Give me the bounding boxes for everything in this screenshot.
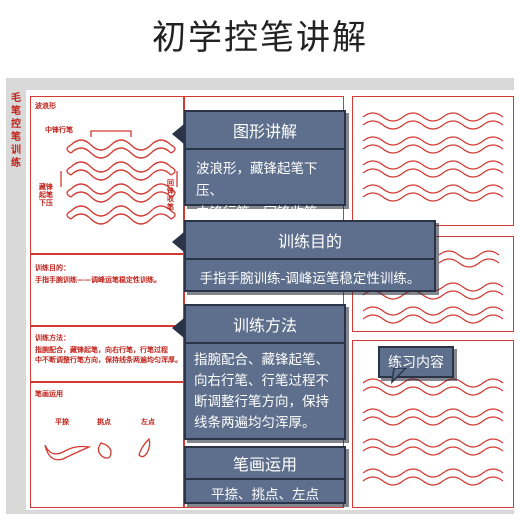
stroke-name-3: 左点 (141, 418, 155, 426)
practice-waves-3 (362, 378, 504, 486)
stroke-name-1: 平捺 (55, 418, 69, 426)
goal-card-line-1: 手指手腕训练-调峰运笔稳定性训练。 (199, 271, 421, 287)
shape-card-line-2: 中锋行笔、回锋收笔。 (196, 205, 331, 221)
wave-diagram (60, 130, 178, 225)
shape-card-pointer (172, 124, 184, 144)
goal-text: 手指手腕训练——调峰运笔稳定性训练。 (35, 276, 161, 284)
goal-card-title: 训练目的 (186, 222, 434, 260)
method-card-line-1: 指腕配合、藏锋起笔、 (194, 352, 329, 368)
stroke-card: 笔画运用 平捺、挑点、左点 (184, 446, 346, 504)
page-title: 初学控笔讲解 (152, 18, 368, 58)
method-card-line-2: 向右行笔、行笔过程不 (194, 373, 329, 389)
goal-cell: 训练目的： 手指手腕训练——调峰运笔稳定性训练。 (30, 254, 184, 326)
stroke-examples (44, 437, 151, 461)
practice-content-tag: 练习内容 (378, 346, 454, 378)
method-label: 训练方法： (35, 334, 70, 342)
shape-card-line-1: 波浪形，藏锋起笔下压、 (196, 161, 318, 199)
method-card-line-4: 线条两遍均匀浑厚。 (194, 415, 316, 431)
goal-card: 训练目的 手指手腕训练-调峰运笔稳定性训练。 (184, 220, 436, 292)
stroke-cell: 笔画运用 平捺 挑点 左点 (30, 382, 184, 508)
practice-waves-1 (362, 112, 504, 202)
practice-tag-pointer (390, 368, 408, 384)
method-text-1: 指腕配合，藏锋起笔，向右行笔，行笔过程 (35, 346, 168, 354)
shape-card-title: 图形讲解 (186, 112, 344, 150)
wave-label: 波浪形 (35, 102, 56, 110)
method-card-pointer (172, 318, 184, 338)
stroke-card-line-1: 平捺、挑点、左点 (211, 487, 319, 503)
method-card: 训练方法 指腕配合、藏锋起笔、 向右行笔、行笔过程不 断调整行笔方向，保持 线条… (184, 304, 346, 440)
method-cell: 训练方法： 指腕配合，藏锋起笔，向右行笔，行笔过程 中不断调整行笔方向，保持线条… (30, 326, 184, 382)
method-card-title: 训练方法 (186, 306, 344, 344)
stroke-label: 笔画运用 (35, 390, 63, 398)
center-stroke-label: 中锋行笔 (45, 126, 73, 134)
shape-explanation-card: 图形讲解 波浪形，藏锋起笔下压、 中锋行笔、回锋收笔。 (184, 110, 346, 221)
stroke-card-title: 笔画运用 (186, 448, 344, 480)
goal-card-pointer (172, 232, 184, 252)
method-text-2: 中不断调整行笔方向，保持线条两遍均匀浑厚。 (35, 356, 182, 364)
practice-cell-right-1 (352, 96, 514, 226)
stroke-name-2: 挑点 (97, 418, 111, 426)
method-card-line-3: 断调整行笔方向，保持 (194, 394, 329, 410)
goal-label: 训练目的： (35, 264, 70, 272)
sheet-vertical-title: 毛笔控笔训练 (11, 93, 21, 169)
hidden-tip-label: 藏锋起笔下压 (39, 183, 53, 207)
return-tip-label: 回锋收笔 (167, 179, 174, 211)
wave-diagram-cell: 波浪形 中锋行笔 藏锋起笔下压 回锋收笔 (30, 96, 184, 254)
